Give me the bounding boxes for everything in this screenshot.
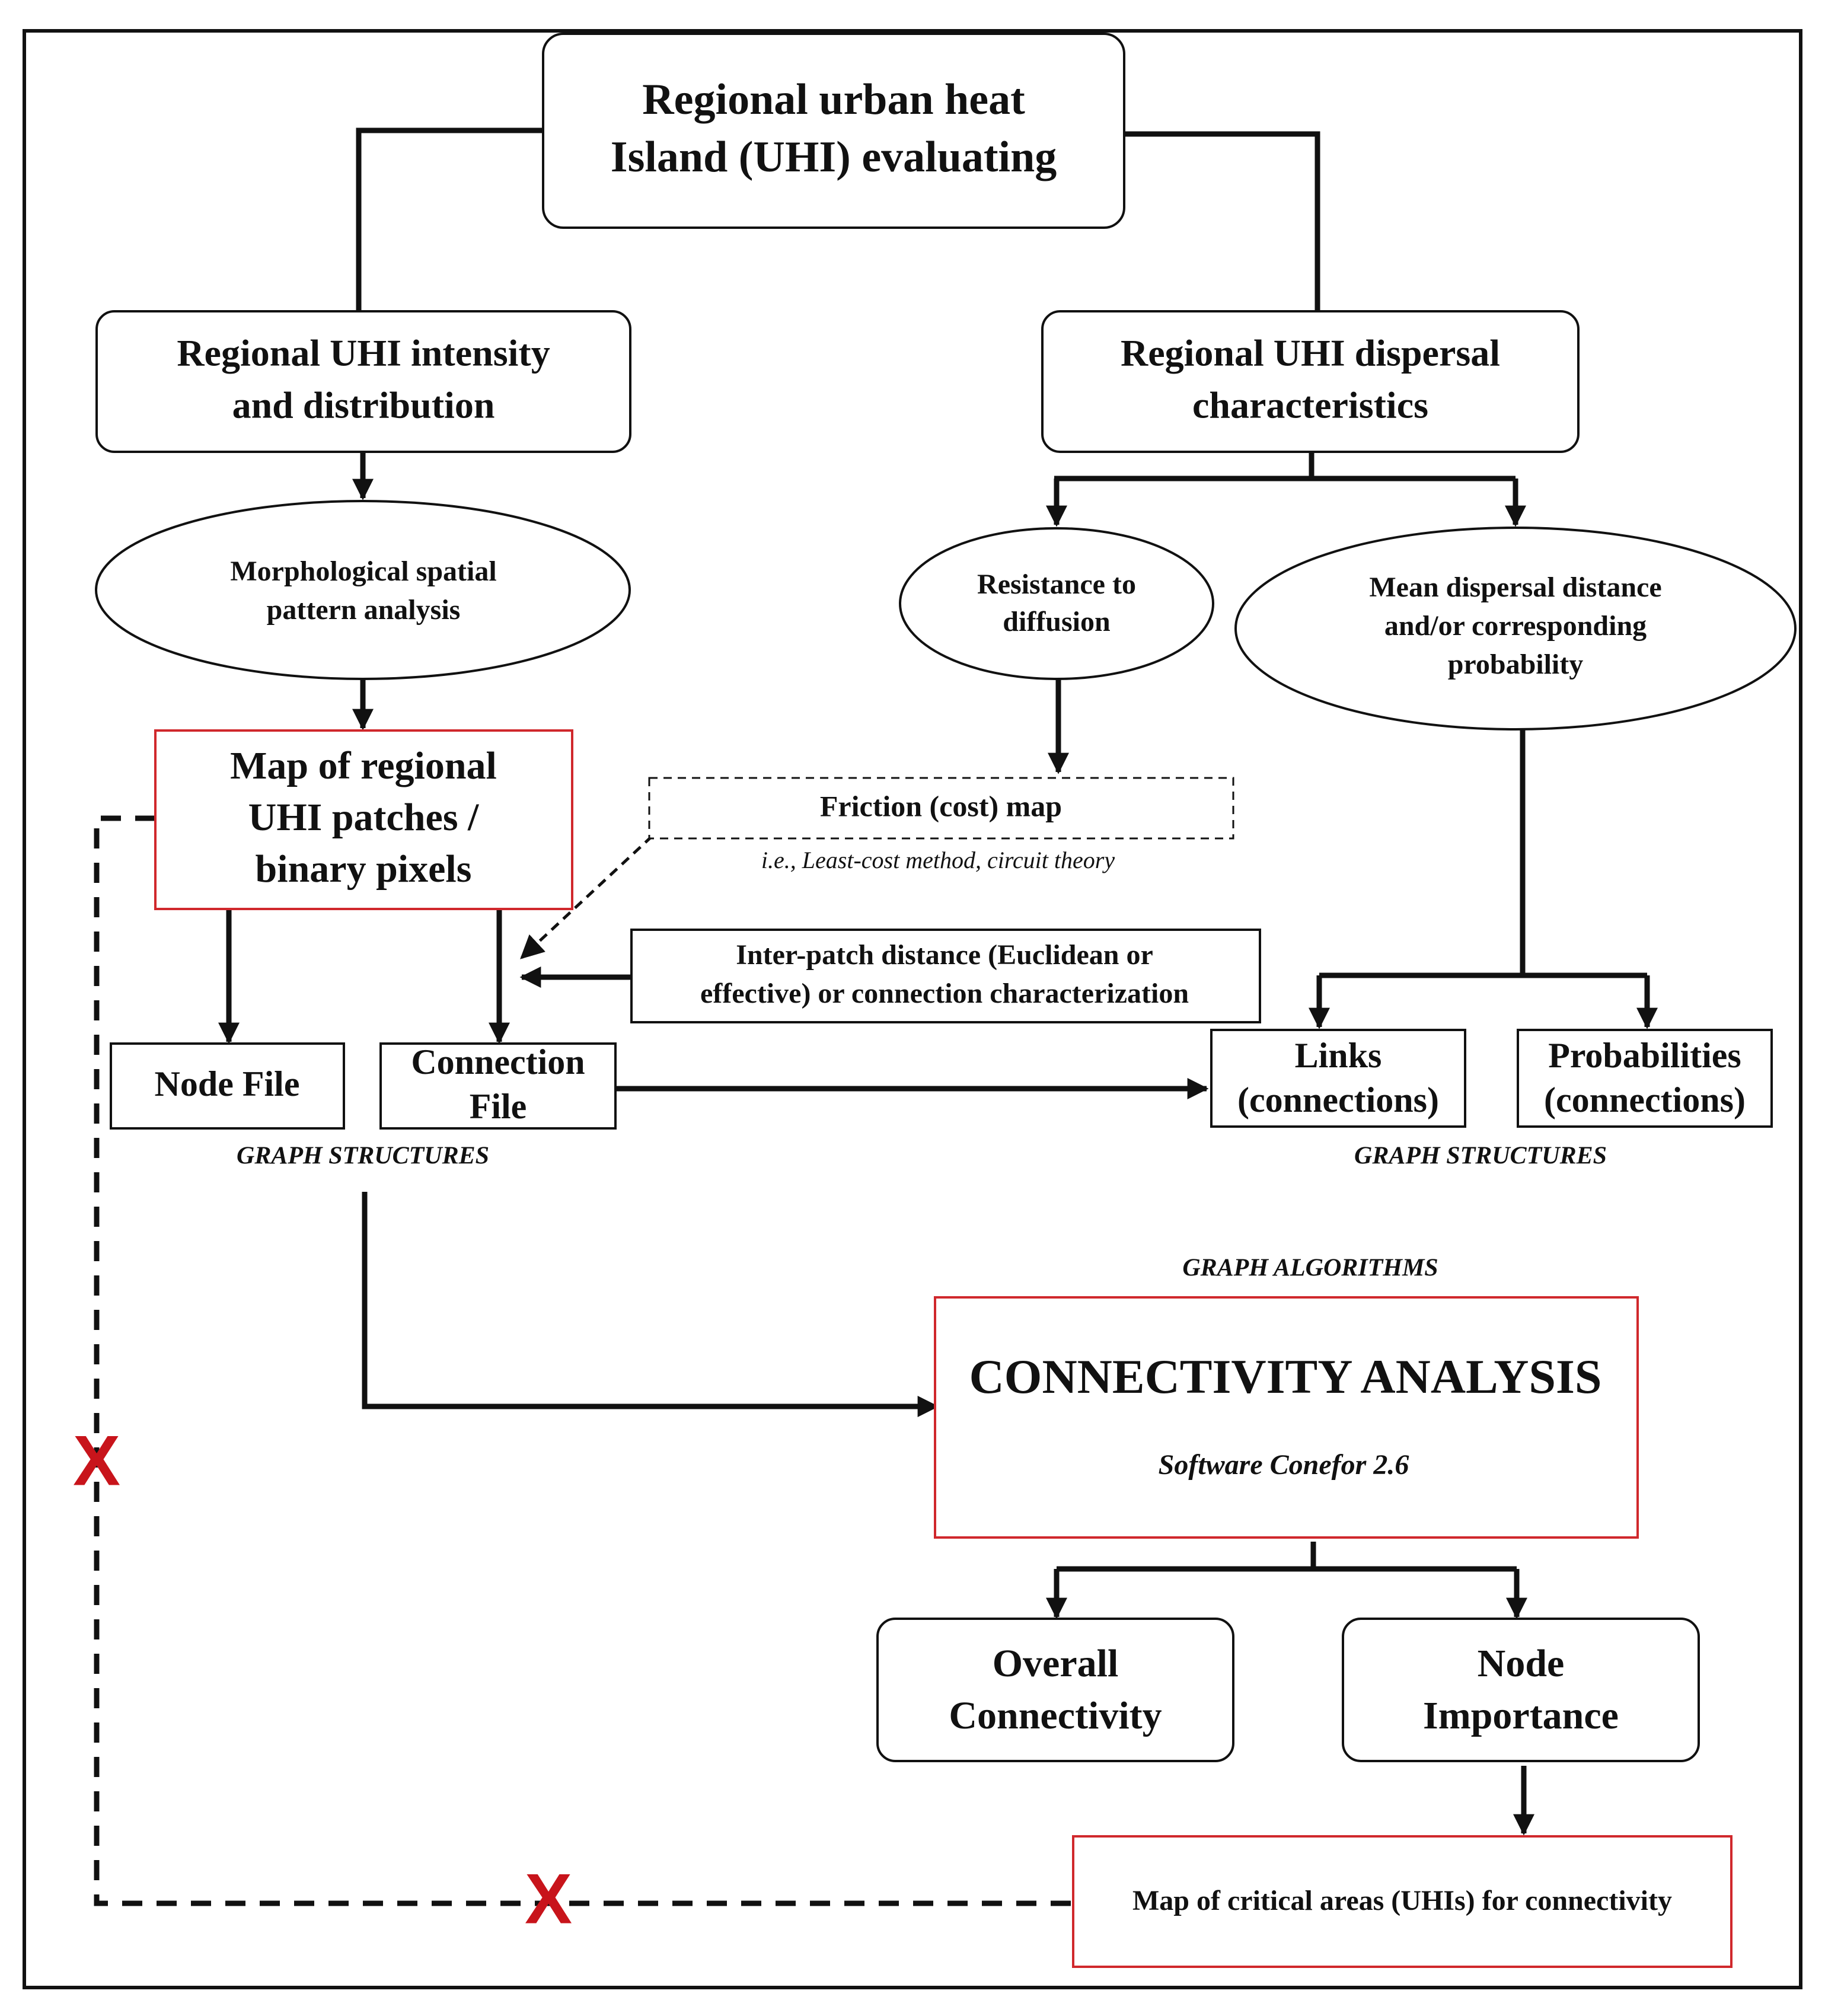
- intensity-line-2: and distribution: [232, 384, 495, 426]
- inter-patch-box: [630, 929, 1261, 1023]
- critical-map-label: Map of critical areas (UHIs) for connect…: [1132, 1885, 1672, 1916]
- inter-patch-line-2: effective) or connection characterizatio…: [700, 978, 1189, 1009]
- map-patches-line-3: binary pixels: [256, 847, 472, 891]
- mean-dispersal-line-1: Mean dispersal distance: [1369, 572, 1661, 603]
- morphological-line-2: pattern analysis: [267, 594, 461, 626]
- map-patches-line-2: UHI patches /: [248, 796, 480, 839]
- links-line-1: Links: [1295, 1036, 1382, 1075]
- friction-label: Friction (cost) map: [820, 789, 1062, 822]
- node-importance-line-2: Importance: [1423, 1694, 1619, 1737]
- map-patches-line-1: Map of regional: [230, 744, 497, 787]
- mean-dispersal-line-3: probability: [1448, 649, 1584, 680]
- node-importance-line-1: Node: [1478, 1642, 1565, 1685]
- inter-patch-line-1: Inter-patch distance (Euclidean or: [736, 939, 1153, 971]
- probabilities-box: [1517, 1029, 1773, 1128]
- connection-file-box: [379, 1042, 617, 1130]
- resistance-line-2: diffusion: [1003, 606, 1110, 637]
- friction-box: [648, 777, 1234, 840]
- resistance-ellipse: [899, 527, 1214, 680]
- connection-file-line-1: Connection: [411, 1042, 585, 1082]
- connector-root-dispersal: [1121, 131, 1320, 311]
- node-file-box: [110, 1042, 345, 1130]
- arrow-graph-to-connectivity: [362, 1192, 939, 1417]
- connectivity-title: CONNECTIVITY ANALYSIS: [969, 1350, 1601, 1403]
- friction-note: i.e., Least-cost method, circuit theory: [761, 847, 1115, 873]
- root-line-1: Regional urban heat: [642, 75, 1025, 124]
- graph-algorithms-label: GRAPH ALGORITHMS: [1182, 1255, 1438, 1282]
- graph-structures-left: GRAPH STRUCTURES: [237, 1143, 489, 1170]
- critical-map-box: [1072, 1835, 1733, 1968]
- cross-marker-left: X: [73, 1421, 120, 1501]
- map-patches-box: [154, 729, 573, 910]
- intensity-box: [95, 310, 631, 453]
- overall-line-1: Overall: [993, 1642, 1119, 1685]
- connectors: [218, 127, 1658, 1836]
- labels: Regional urban heat Island (UHI) evaluat…: [155, 75, 1746, 1916]
- connectivity-software: Software Conefor 2.6: [1159, 1449, 1409, 1481]
- mean-dispersal-ellipse: [1234, 527, 1797, 731]
- dispersal-line-2: characteristics: [1192, 384, 1428, 426]
- connection-file-line-2: File: [470, 1087, 527, 1126]
- overall-line-2: Connectivity: [949, 1694, 1162, 1737]
- links-box: [1210, 1029, 1466, 1128]
- links-line-2: (connections): [1237, 1080, 1439, 1119]
- node-importance-box: [1342, 1618, 1700, 1762]
- root-line-2: Island (UHI) evaluating: [611, 133, 1057, 181]
- resistance-line-1: Resistance to: [977, 569, 1136, 600]
- probabilities-line-2: (connections): [1544, 1080, 1746, 1119]
- shapes: [95, 33, 1797, 1968]
- outer-frame: [23, 29, 1802, 1989]
- mean-dispersal-line-2: and/or corresponding: [1384, 610, 1647, 642]
- dispersal-line-1: Regional UHI dispersal: [1121, 332, 1500, 374]
- feedback-dashed-line: [94, 815, 1073, 1906]
- morphological-line-1: Morphological spatial: [230, 556, 496, 587]
- morphological-ellipse: [95, 500, 631, 680]
- root-box: [542, 33, 1125, 229]
- dispersal-box: [1041, 310, 1580, 453]
- intensity-line-1: Regional UHI intensity: [177, 332, 550, 374]
- cross-markers: X X: [73, 1421, 572, 1939]
- connector-root-intensity: [356, 127, 543, 311]
- probabilities-line-1: Probabilities: [1548, 1036, 1741, 1075]
- cross-marker-bottom: X: [525, 1859, 572, 1939]
- dashed-connectors: [94, 815, 1073, 1906]
- arrow-friction-connection: [520, 835, 653, 959]
- graph-structures-right: GRAPH STRUCTURES: [1354, 1143, 1607, 1170]
- connectivity-box: [934, 1296, 1639, 1539]
- node-file-label: Node File: [155, 1064, 300, 1103]
- overall-box: [876, 1618, 1234, 1762]
